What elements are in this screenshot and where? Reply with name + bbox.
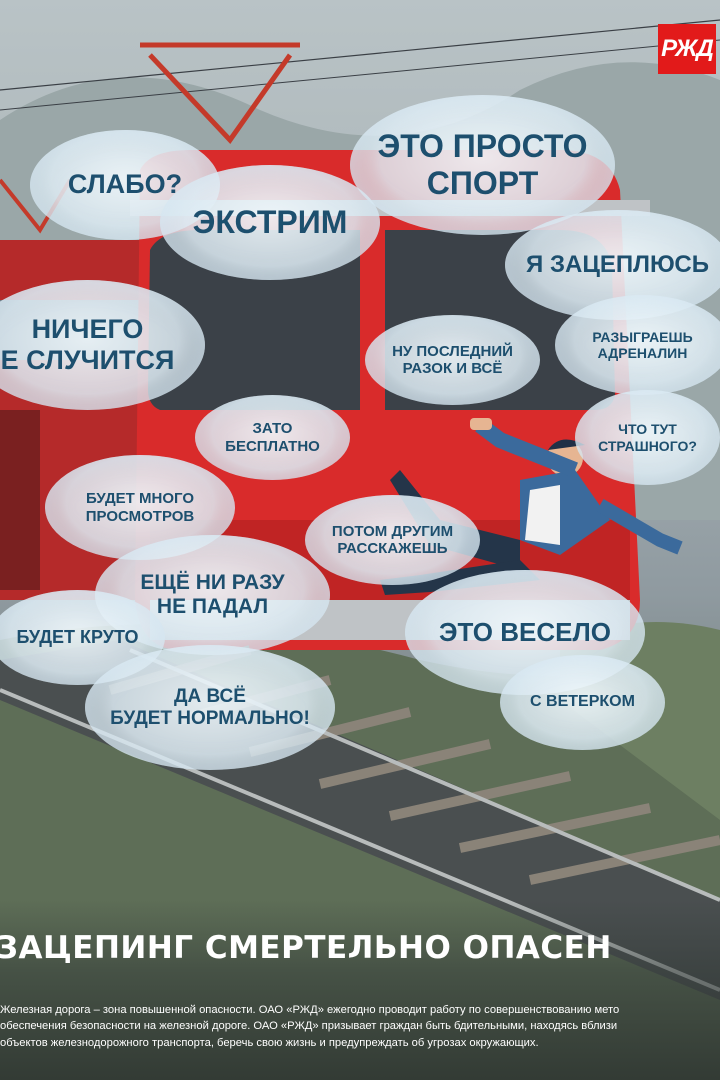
rzd-logo: РЖД	[658, 24, 716, 74]
headline: ЗАЦЕПИНГ СМЕРТЕЛЬНО ОПАСЕН	[0, 930, 612, 966]
pantograph-top	[140, 42, 300, 144]
footer-shade	[0, 900, 720, 1080]
falling-man	[380, 418, 683, 595]
speech-bubble-ekstrim: ЭКСТРИМ	[160, 165, 380, 280]
body-text: Железная дорога – зона повышенной опасно…	[0, 1004, 620, 1049]
speech-bubble-s-veterkom: С ВЕТЕРКОМ	[500, 655, 665, 750]
